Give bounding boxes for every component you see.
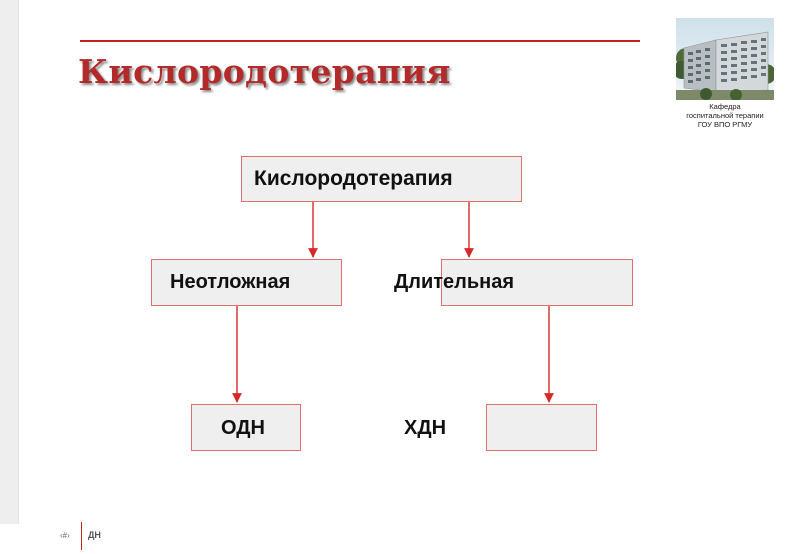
urgent-node-label: Неотложная xyxy=(170,271,291,293)
left-margin-band xyxy=(0,0,19,524)
slide-number: ‹#› xyxy=(60,531,70,540)
department-logo: Кафедра госпитальной терапии ГОУ ВПО РГМ… xyxy=(670,18,780,129)
footer-divider xyxy=(81,522,82,550)
footer-section-code: ДН xyxy=(88,530,101,540)
root-node-label: Кислородотерапия xyxy=(254,167,453,190)
odn-node-box xyxy=(191,404,301,451)
title-rule xyxy=(80,40,640,42)
page-title: Кислородотерапия xyxy=(78,52,451,91)
logo-caption-line: ГОУ ВПО РГМУ xyxy=(697,120,753,129)
long-term-node-label: Длительная xyxy=(394,271,515,293)
odn-node-label: ОДН xyxy=(221,417,265,439)
urgent-node-box xyxy=(151,259,342,306)
root-node-box xyxy=(241,156,522,202)
logo-caption-line: Кафедра xyxy=(709,102,741,111)
hdn-node-label: ХДН xyxy=(404,417,447,439)
hdn-node-box xyxy=(486,404,597,451)
hospital-building-icon xyxy=(676,18,774,100)
long-term-node-box xyxy=(441,259,633,306)
logo-caption: Кафедра госпитальной терапии ГОУ ВПО РГМ… xyxy=(670,102,780,129)
logo-caption-line: госпитальной терапии xyxy=(686,111,764,120)
